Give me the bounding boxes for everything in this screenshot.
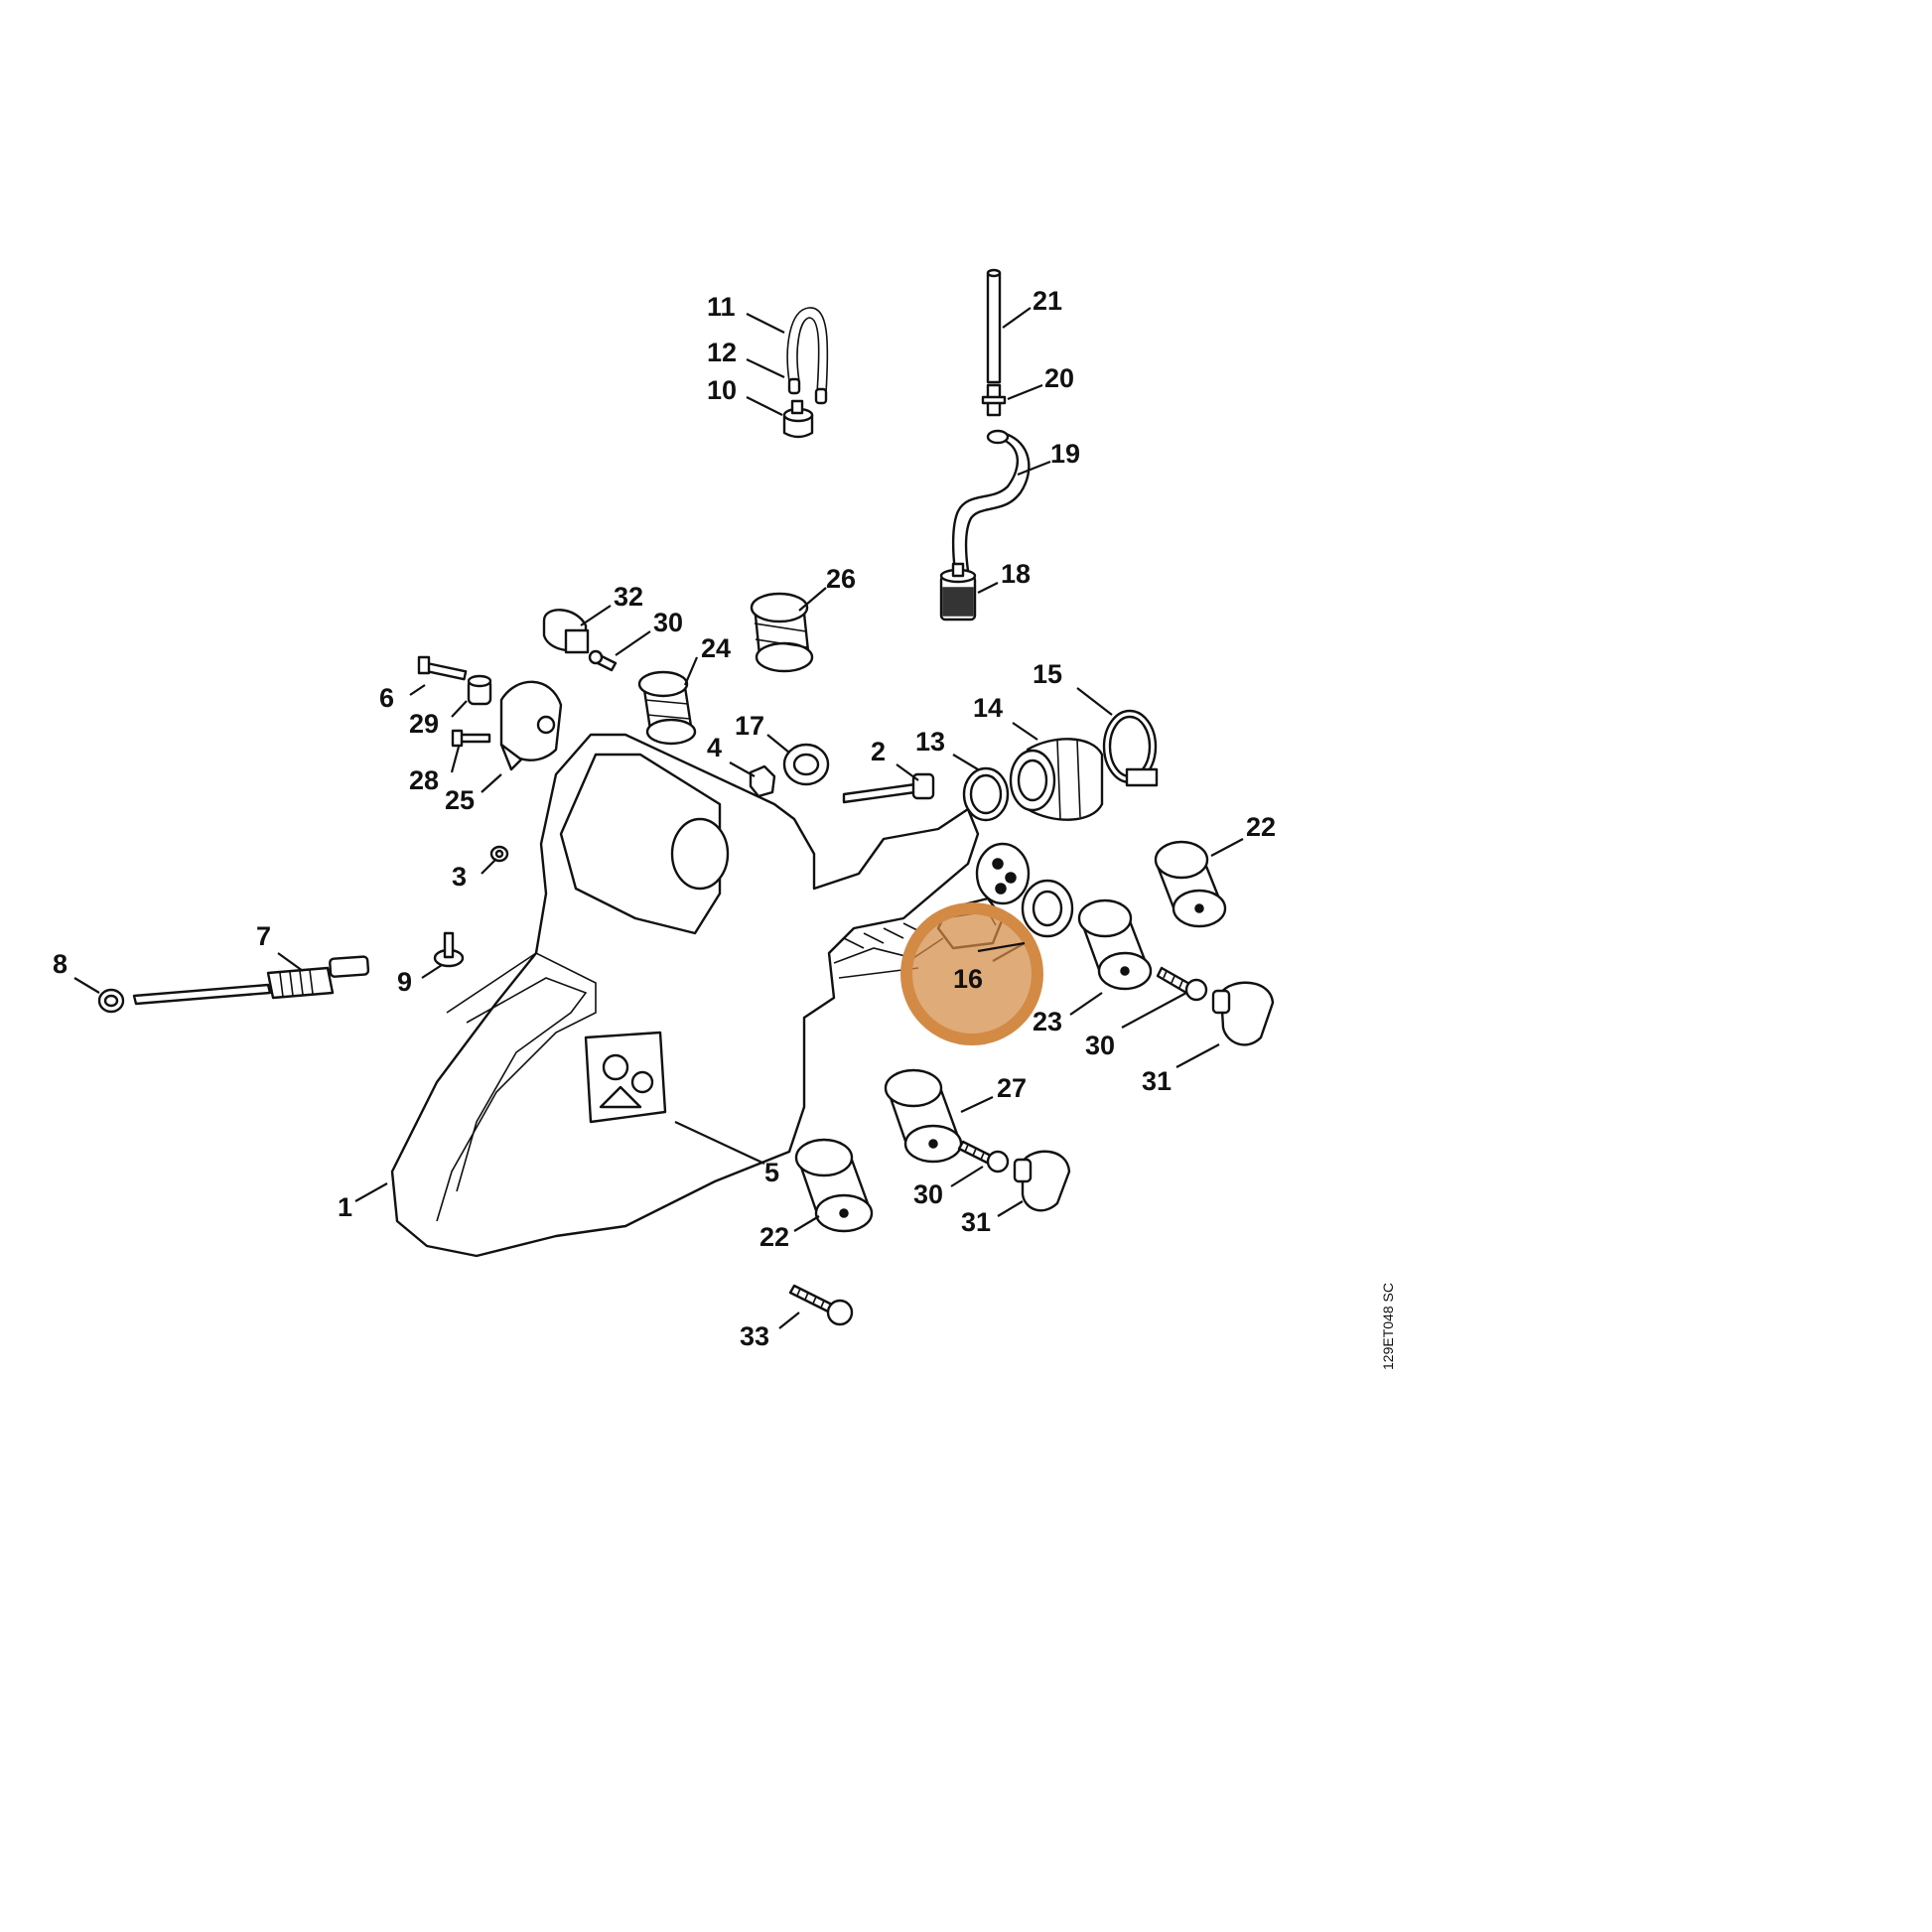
callout-4[interactable]: 4 (707, 733, 722, 762)
callout-18[interactable]: 18 (1001, 559, 1031, 589)
screw-part (451, 729, 491, 748)
callout-labels: 11 12 10 21 20 19 18 26 32 30 24 6 29 28… (53, 286, 1276, 1351)
callout-33[interactable]: 33 (740, 1321, 769, 1351)
screw-part (788, 1284, 854, 1326)
callout-23[interactable]: 23 (1033, 1007, 1062, 1036)
callout-15[interactable]: 15 (1033, 659, 1062, 689)
annular-buffer-part (750, 592, 814, 673)
callout-9[interactable]: 9 (397, 967, 412, 997)
callout-28[interactable]: 28 (409, 765, 439, 795)
washer-part (489, 845, 509, 863)
screw-part (417, 655, 468, 681)
callout-22-lower[interactable]: 22 (759, 1222, 789, 1252)
cover-part (499, 680, 563, 771)
callout-12[interactable]: 12 (707, 338, 737, 367)
nut-part (97, 988, 125, 1014)
connector-part (981, 383, 1007, 417)
annular-buffer-part (637, 670, 697, 746)
callout-13[interactable]: 13 (915, 727, 945, 757)
callout-2[interactable]: 2 (871, 737, 886, 766)
callout-1[interactable]: 1 (338, 1192, 352, 1222)
callout-30-right[interactable]: 30 (1085, 1031, 1115, 1060)
callout-22-top[interactable]: 22 (1246, 812, 1276, 842)
callout-5[interactable]: 5 (764, 1158, 779, 1187)
stop-part (542, 609, 590, 654)
callout-20[interactable]: 20 (1044, 363, 1074, 393)
screw-part (1156, 966, 1208, 1002)
bolt-part (842, 772, 935, 804)
annular-buffer-part (1154, 840, 1227, 928)
pickup-tube-part (986, 268, 1002, 384)
callout-29[interactable]: 29 (409, 709, 439, 739)
grommet-part (782, 399, 814, 439)
callout-14[interactable]: 14 (973, 693, 1003, 723)
screw-part (957, 1140, 1010, 1173)
callout-19[interactable]: 19 (1050, 439, 1080, 469)
annular-buffer-part (794, 1138, 874, 1233)
annular-buffer-part (1077, 898, 1153, 991)
sleeve-part (467, 674, 492, 706)
callout-32[interactable]: 32 (614, 582, 643, 612)
rod-part (132, 955, 370, 1006)
callout-31-right[interactable]: 31 (1142, 1066, 1172, 1096)
highlight-circle[interactable] (900, 902, 1043, 1045)
fuel-filter-part (939, 562, 977, 621)
callout-21[interactable]: 21 (1033, 286, 1062, 316)
fuel-hose-part (951, 429, 1031, 573)
pin-part (433, 931, 465, 968)
callout-25[interactable]: 25 (445, 785, 475, 815)
nut-part (749, 764, 776, 798)
screw-part (588, 649, 618, 672)
callout-24[interactable]: 24 (701, 633, 731, 663)
callout-10[interactable]: 10 (707, 375, 737, 405)
callout-3[interactable]: 3 (452, 862, 467, 892)
callout-30-top[interactable]: 30 (653, 608, 683, 637)
tank-housing-part (390, 733, 1074, 1258)
callout-27[interactable]: 27 (997, 1073, 1027, 1103)
ring-part (962, 766, 1010, 822)
annular-buffer-part (884, 1068, 963, 1164)
callout-8[interactable]: 8 (53, 949, 68, 979)
callout-17[interactable]: 17 (735, 711, 764, 741)
leader-lines (73, 307, 1244, 1329)
impulse-hose-part (786, 307, 829, 405)
callout-26[interactable]: 26 (826, 564, 856, 594)
callout-7[interactable]: 7 (256, 921, 271, 951)
callout-31-lower[interactable]: 31 (961, 1207, 991, 1237)
callout-11[interactable]: 11 (707, 292, 736, 322)
cap-part (1211, 981, 1275, 1046)
cap-part (1013, 1150, 1071, 1212)
callout-30-lower[interactable]: 30 (913, 1179, 943, 1209)
ring-part (782, 743, 830, 786)
callout-16[interactable]: 16 (953, 964, 983, 994)
callout-6[interactable]: 6 (379, 683, 394, 713)
manifold-part (1009, 738, 1104, 821)
drawing-code: 129ET048 SC (1380, 1283, 1396, 1370)
hose-clamp-part (1102, 709, 1159, 787)
